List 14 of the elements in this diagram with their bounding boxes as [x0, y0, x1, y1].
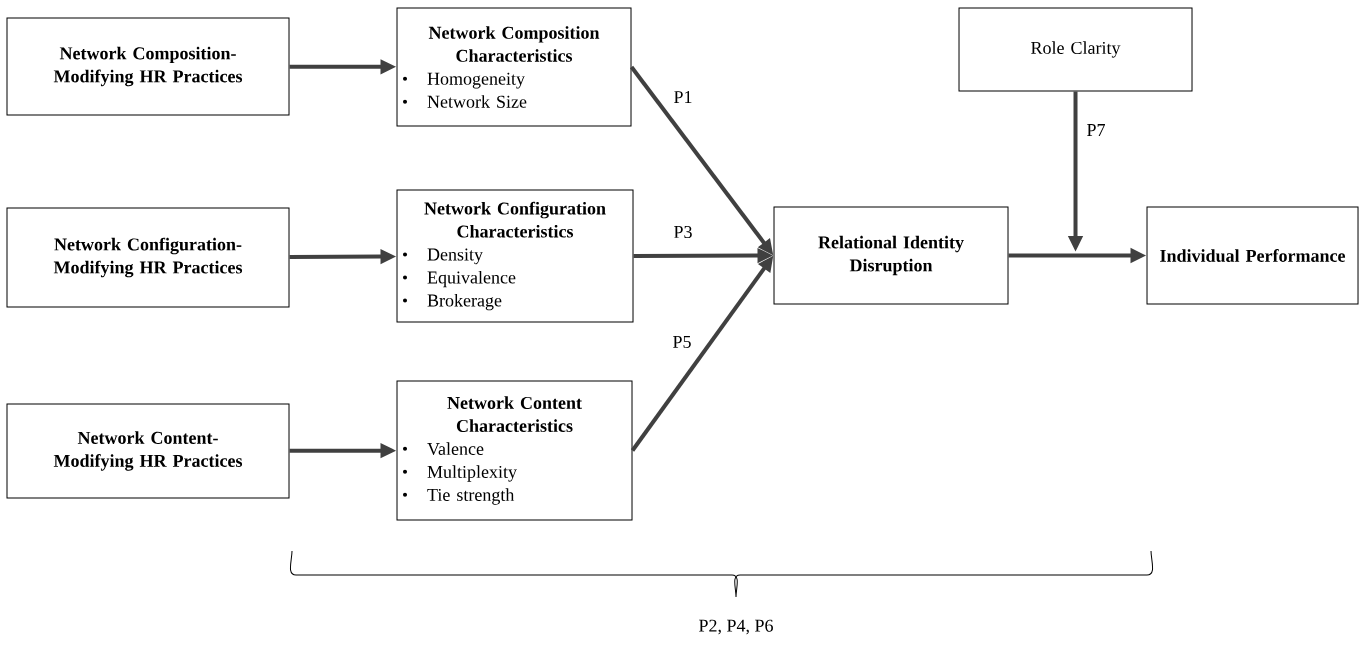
process-box: Network Configuration Characteristics Density Equivalence Brokerage — [396, 189, 634, 323]
process-box: Network Configuration-Modifying HR Practices — [6, 207, 290, 308]
brace-label: P2, P4, P6 — [699, 619, 773, 635]
process-box: Network Composition Characteristics Homogeneity Network Size — [396, 7, 632, 127]
process-box: Individual Performance — [1146, 206, 1359, 305]
process-box: Role Clarity — [958, 7, 1193, 92]
edge-label: P5 — [673, 336, 691, 348]
edge-label: P3 — [674, 225, 692, 239]
process-box: Relational Identity Disruption — [773, 206, 1009, 305]
edge-label: P7 — [1087, 124, 1105, 136]
edge-label: P1 — [674, 91, 692, 103]
process-box: Network Content Characteristics Valence Multiplexity Tie strength — [396, 380, 633, 521]
process-box: Network Content-Modifying HR Practices — [6, 403, 290, 499]
process-box: Network Composition-Modifying HR Practices — [6, 17, 290, 116]
